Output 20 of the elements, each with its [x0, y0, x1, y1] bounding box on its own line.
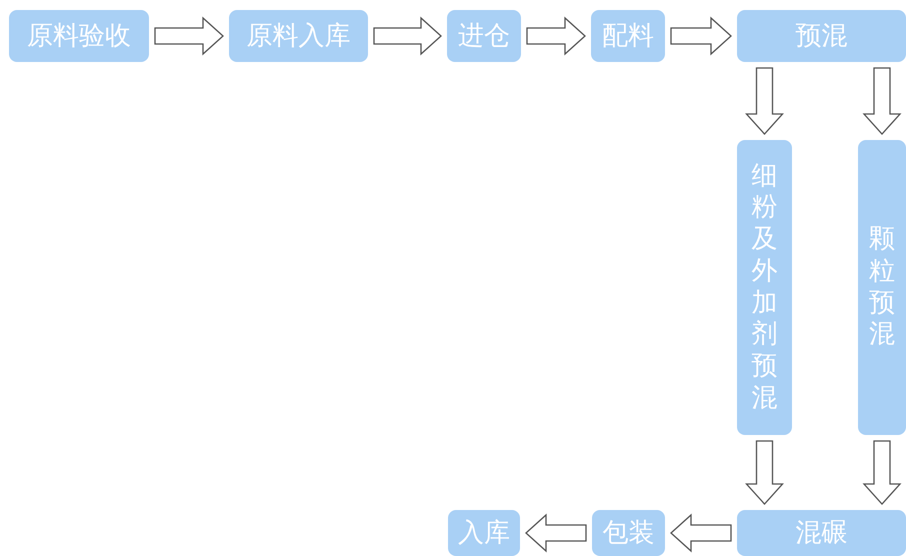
process-box: 配料 — [591, 10, 665, 62]
process-box: 混碾 — [737, 510, 906, 556]
block-arrow — [525, 514, 587, 552]
block-arrow — [862, 67, 902, 135]
block-arrow — [373, 16, 442, 56]
process-box: 包装 — [592, 510, 665, 556]
process-box: 进仓 — [447, 10, 521, 62]
process-box: 原料入库 — [229, 10, 368, 62]
block-arrow — [670, 16, 732, 56]
process-box: 原料验收 — [9, 10, 149, 62]
block-arrow — [745, 440, 784, 505]
process-box: 颗粒预混 — [858, 140, 906, 435]
block-arrow — [526, 16, 586, 56]
block-arrow — [154, 16, 224, 56]
block-arrow — [745, 67, 784, 135]
process-box: 入库 — [448, 510, 520, 556]
process-box: 预混 — [737, 10, 906, 62]
block-arrow — [862, 440, 902, 505]
block-arrow — [670, 514, 732, 552]
process-box: 细粉及外加剂预混 — [737, 140, 792, 435]
